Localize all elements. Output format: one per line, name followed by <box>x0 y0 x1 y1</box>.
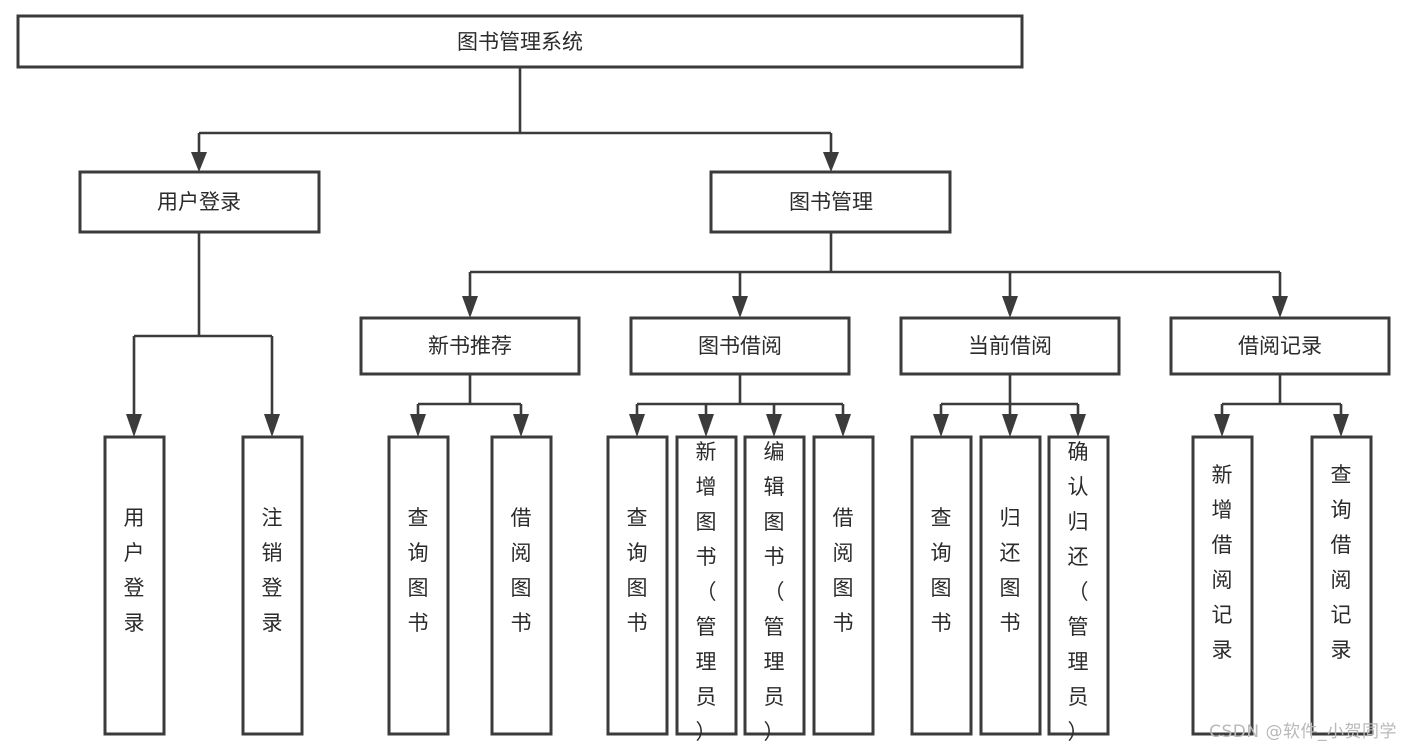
leaf-record-query-label: 查询借阅记录 <box>1331 463 1352 662</box>
leaf-record-add[interactable]: 新增借阅记录 <box>1191 435 1254 736</box>
leaf-user-login[interactable]: 用户登录 <box>103 435 166 736</box>
leaf-logout-box[interactable] <box>241 435 304 736</box>
leaf-borrow-query-book-label: 查询图书 <box>627 506 648 635</box>
node-new-book-recommend[interactable]: 新书推荐 <box>359 316 581 376</box>
leaf-current-return-book-label: 归还图书 <box>1000 506 1021 635</box>
leaf-borrow-edit-book[interactable]: 编辑图书（管理员） <box>743 435 806 744</box>
node-user-login[interactable]: 用户登录 <box>78 170 321 234</box>
arrow-book-mgmt-to-recommend <box>462 296 478 318</box>
leaf-current-query-book-label: 查询图书 <box>931 506 952 635</box>
leaf-current-return-book[interactable]: 归还图书 <box>979 435 1042 736</box>
arrow-current-child-1 <box>933 414 949 437</box>
arrow-root-to-book-mgmt <box>823 152 839 172</box>
leaf-borrow-borrow-book-label: 借阅图书 <box>833 506 854 635</box>
book-borrow-label: 图书借阅 <box>698 334 782 358</box>
borrow-record-label: 借阅记录 <box>1238 334 1322 358</box>
leaf-borrow-add-book[interactable]: 新增图书（管理员） <box>675 435 738 744</box>
leaf-borrow-add-book-label: 新增图书（管理员） <box>696 440 717 744</box>
node-current-borrow[interactable]: 当前借阅 <box>899 316 1121 376</box>
leaf-current-query-book-box[interactable] <box>910 435 973 736</box>
leaf-borrow-borrow-book[interactable]: 借阅图书 <box>812 435 875 736</box>
current-borrow-label: 当前借阅 <box>968 334 1052 358</box>
leaf-record-query-box[interactable] <box>1310 435 1373 736</box>
arrow-current-child-3 <box>1070 414 1086 437</box>
leaf-recommend-query-book-label: 查询图书 <box>408 506 429 635</box>
arrow-book-mgmt-to-current <box>1002 296 1018 318</box>
leaf-recommend-borrow-book-box[interactable] <box>490 435 553 736</box>
new-book-recommend-box[interactable] <box>359 316 581 376</box>
arrow-current-child-2 <box>1002 414 1018 437</box>
leaf-borrow-borrow-book-box[interactable] <box>812 435 875 736</box>
book-management-label: 图书管理 <box>789 190 873 214</box>
book-borrow-box[interactable] <box>629 316 851 376</box>
arrow-root-to-user-login <box>191 152 207 172</box>
arrow-borrow-child-3 <box>766 414 782 437</box>
user-login-box[interactable] <box>78 170 321 234</box>
leaf-recommend-query-book[interactable]: 查询图书 <box>387 435 450 736</box>
leaf-recommend-query-book-box[interactable] <box>387 435 450 736</box>
arrow-record-child-2 <box>1333 414 1349 437</box>
leaf-borrow-edit-book-box[interactable] <box>743 435 806 736</box>
leaf-user-login-label: 用户登录 <box>124 506 145 635</box>
node-book-management[interactable]: 图书管理 <box>709 170 952 234</box>
root-box[interactable] <box>16 14 1024 69</box>
leaf-current-confirm-return[interactable]: 确认归还（管理员） <box>1047 435 1110 744</box>
connector-layer <box>126 67 1349 437</box>
new-book-recommend-label: 新书推荐 <box>428 334 512 358</box>
leaf-borrow-query-book-box[interactable] <box>606 435 669 736</box>
node-book-borrow[interactable]: 图书借阅 <box>629 316 851 376</box>
current-borrow-box[interactable] <box>899 316 1121 376</box>
csdn-watermark: CSDN @软件_小贺同学 <box>1209 722 1397 742</box>
leaf-user-login-box[interactable] <box>103 435 166 736</box>
borrow-record-box[interactable] <box>1169 316 1391 376</box>
leaf-current-confirm-return-box[interactable] <box>1047 435 1110 736</box>
leaf-borrow-add-book-box[interactable] <box>675 435 738 736</box>
arrow-borrow-child-4 <box>835 414 851 437</box>
arrow-book-mgmt-to-record <box>1272 296 1288 318</box>
arrow-recommend-child-2 <box>513 414 529 437</box>
leaf-record-add-box[interactable] <box>1191 435 1254 736</box>
leaf-record-add-label: 新增借阅记录 <box>1212 463 1233 662</box>
root-label: 图书管理系统 <box>457 30 583 54</box>
arrow-user-login-child-1 <box>126 414 142 437</box>
leaf-current-query-book[interactable]: 查询图书 <box>910 435 973 736</box>
arrow-recommend-child-1 <box>410 414 426 437</box>
arrow-user-login-child-2 <box>264 414 280 437</box>
node-borrow-record[interactable]: 借阅记录 <box>1169 316 1391 376</box>
book-management-box[interactable] <box>709 170 952 234</box>
leaf-recommend-borrow-book-label: 借阅图书 <box>511 506 532 635</box>
arrow-borrow-child-1 <box>629 414 645 437</box>
leaf-borrow-query-book[interactable]: 查询图书 <box>606 435 669 736</box>
leaf-recommend-borrow-book[interactable]: 借阅图书 <box>490 435 553 736</box>
leaf-current-return-book-box[interactable] <box>979 435 1042 736</box>
arrow-book-mgmt-to-borrow <box>732 296 748 318</box>
leaf-record-query[interactable]: 查询借阅记录 <box>1310 435 1373 736</box>
leaf-borrow-edit-book-label: 编辑图书（管理员） <box>764 440 785 744</box>
arrow-borrow-child-2 <box>698 414 714 437</box>
node-root-system[interactable]: 图书管理系统 <box>16 14 1024 69</box>
arrow-record-child-1 <box>1214 414 1230 437</box>
leaf-current-confirm-return-label: 确认归还（管理员） <box>1068 440 1089 744</box>
user-login-label: 用户登录 <box>157 190 241 214</box>
leaf-logout[interactable]: 注销登录 <box>241 435 304 736</box>
leaf-logout-label: 注销登录 <box>262 506 283 635</box>
